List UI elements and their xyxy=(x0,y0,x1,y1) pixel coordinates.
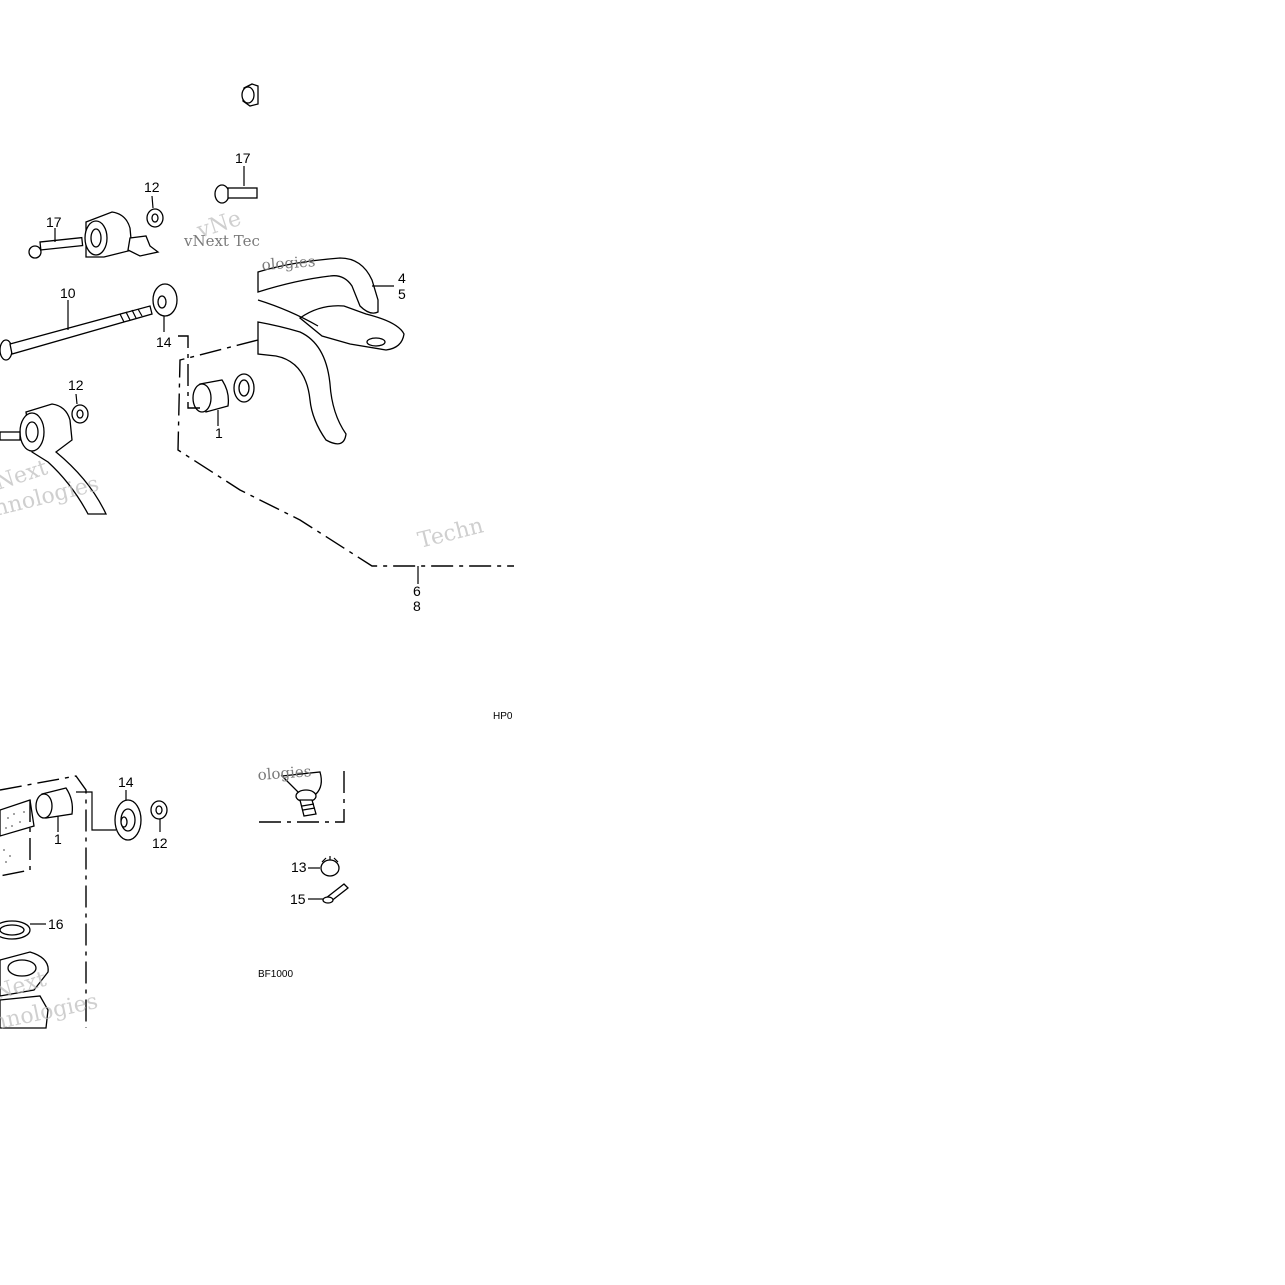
watermark: ologies xyxy=(257,762,312,784)
flange-nut-top xyxy=(241,83,259,107)
circlip-16 xyxy=(0,920,46,940)
ball-joint xyxy=(280,771,322,817)
nut-12-lower xyxy=(71,393,89,424)
callout-12-b: 12 xyxy=(68,377,84,393)
diagram-code-top: HP0 xyxy=(493,711,513,722)
diagram-tile-middle: 4 5 1 6 8 ologies Techn HP0 xyxy=(177,252,514,722)
callout-15: 15 xyxy=(290,891,306,907)
callout-1-b: 1 xyxy=(54,831,62,847)
knuckle xyxy=(0,951,49,1029)
diagram-tile-left: 10 14 12 Next hnologies xyxy=(0,283,200,522)
diagram-tile-bottom-left: 14 1 12 16 Next hnologies xyxy=(0,774,168,1036)
nut-12-upper xyxy=(146,195,164,228)
callout-16: 16 xyxy=(48,916,64,932)
callout-4: 4 xyxy=(398,270,406,286)
callout-1-a: 1 xyxy=(215,425,223,441)
bolt-17-lower xyxy=(28,228,84,259)
callout-8: 8 xyxy=(413,598,421,614)
callout-14-a: 14 xyxy=(156,334,172,350)
watermark: ologies xyxy=(261,252,316,274)
callout-12-a: 12 xyxy=(144,179,160,195)
callout-17-b: 17 xyxy=(46,214,62,230)
watermark: Techn xyxy=(415,513,486,553)
cotter-pin-15 xyxy=(308,883,349,904)
diagram-code-bottom: BF1000 xyxy=(258,969,293,980)
bolt-17-upper xyxy=(214,166,258,204)
callout-13: 13 xyxy=(291,859,307,875)
callout-5: 5 xyxy=(398,286,406,302)
arm-bushing-lower xyxy=(0,403,108,515)
callout-10: 10 xyxy=(60,285,76,301)
watermark: vNext Tec xyxy=(183,232,260,250)
bushing-1-upper xyxy=(192,373,255,426)
callout-17-a: 17 xyxy=(235,150,251,166)
callout-14-b: 14 xyxy=(118,774,134,790)
washer-14-lower xyxy=(114,790,142,841)
castle-nut-13 xyxy=(308,856,340,877)
diagram-tile-top-left: 17 12 17 vNe vNext Tec xyxy=(28,83,260,259)
nut-12-bottom xyxy=(150,800,168,832)
bushing-1-lower xyxy=(35,787,74,832)
diagram-tile-bottom-middle: 13 15 ologies BF1000 xyxy=(257,762,349,980)
callout-6: 6 xyxy=(413,583,421,599)
bolt-10 xyxy=(0,300,153,361)
arm-bushing-upper xyxy=(84,211,160,258)
callout-12-c: 12 xyxy=(152,835,168,851)
washer-14-upper xyxy=(152,283,178,332)
